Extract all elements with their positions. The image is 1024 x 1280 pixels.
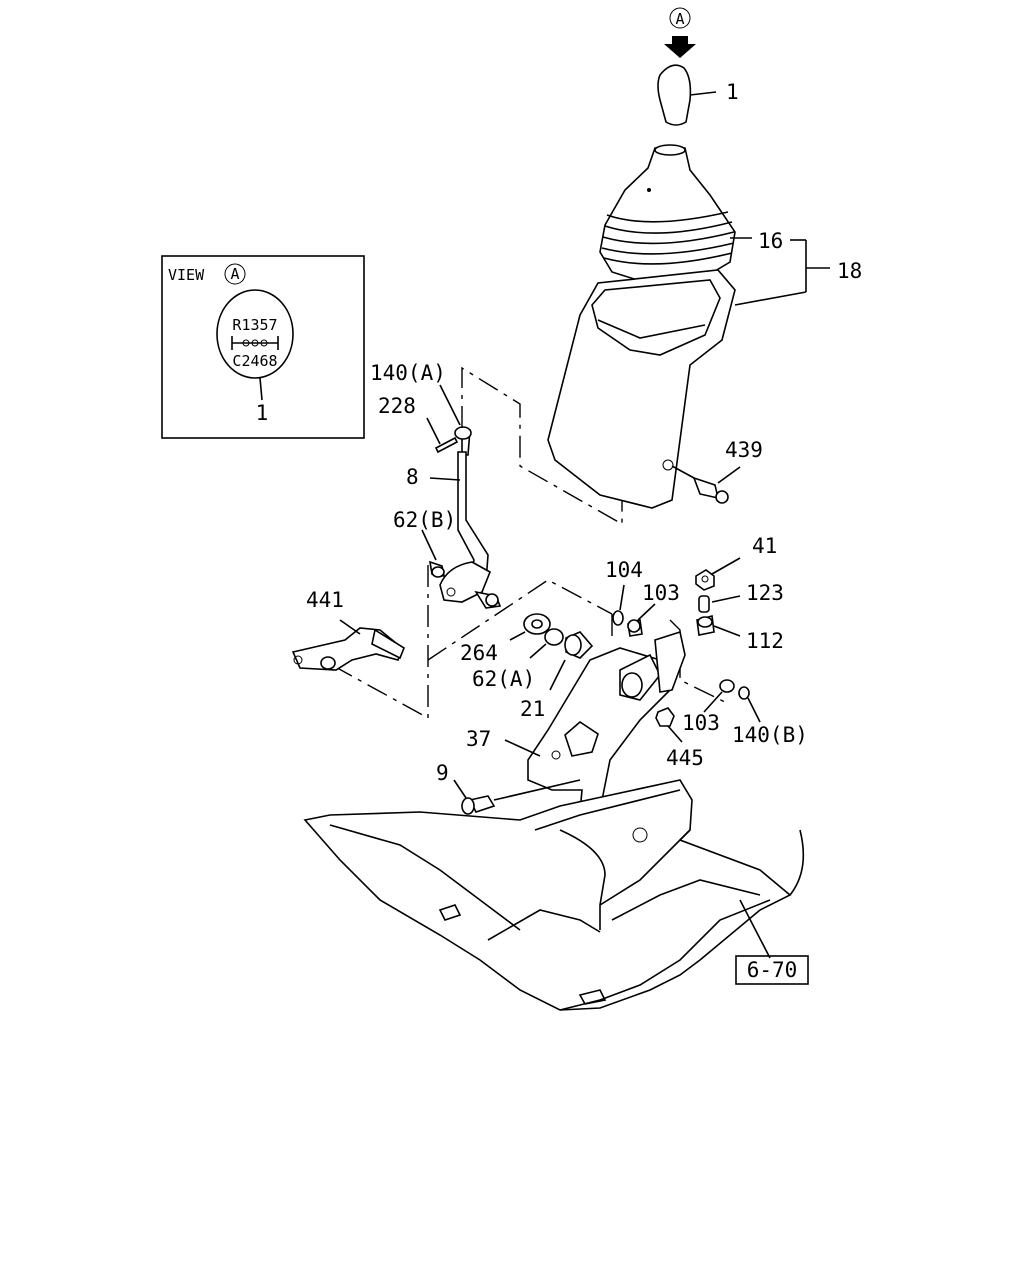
down-arrow-icon: [664, 36, 696, 58]
shift-lever: [429, 426, 502, 609]
view-a-inset: VIEW A R1357 C2468 1: [161, 255, 365, 439]
shift-knob: [657, 64, 717, 126]
callout-labels: 1 16 18 140(A) 228 439 8 62(B) 41 104 10…: [306, 80, 862, 785]
callout-264: 264: [460, 641, 498, 665]
callout-445: 445: [666, 746, 704, 770]
shift-boot: [599, 144, 736, 285]
callout-16: 16: [758, 229, 783, 253]
callout-441: 441: [306, 588, 344, 612]
callout-41: 41: [752, 534, 777, 558]
knob-top-view: [216, 289, 294, 379]
bush-21: [549, 631, 594, 691]
arrow-marker-letter: A: [675, 10, 684, 28]
callout-1: 1: [726, 80, 739, 104]
view-marker-letter: A: [230, 265, 239, 283]
washer-264: [509, 613, 551, 641]
bolt-9: [453, 779, 581, 815]
pin-228: [426, 417, 459, 454]
bolt-439: [671, 465, 741, 504]
clip-140b: [738, 686, 761, 723]
nut-41: [695, 557, 741, 591]
callout-439: 439: [725, 438, 763, 462]
reference-box: 6-70: [735, 955, 809, 985]
callout-62a: 62(A): [472, 667, 535, 691]
reference-label: 6-70: [747, 958, 798, 982]
callout-8: 8: [406, 465, 419, 489]
bushing-112: [696, 614, 741, 637]
callout-228: 228: [378, 394, 416, 418]
nut-445: [655, 707, 683, 743]
bushing-62a: [529, 628, 564, 659]
arrow-marker-circle: [669, 7, 691, 29]
bushing-62b: [421, 529, 446, 578]
view-part-label: 1: [256, 401, 269, 425]
view-title: VIEW: [168, 266, 205, 284]
callout-140a: 140(A): [370, 361, 446, 385]
floor-panel: [303, 779, 805, 1011]
callout-62b: 62(B): [393, 508, 456, 532]
callout-18: 18: [837, 259, 862, 283]
view-marker-circle: [224, 263, 246, 285]
lever-441: [291, 619, 405, 671]
pin-123: [698, 595, 741, 613]
callout-112: 112: [746, 629, 784, 653]
callout-37: 37: [466, 727, 491, 751]
clip-104: [612, 584, 625, 626]
shift-pattern-icon: [231, 336, 279, 350]
console-cover: [547, 269, 736, 509]
view-arrow: A: [664, 7, 696, 58]
callout-104: 104: [605, 558, 643, 582]
callout-21: 21: [520, 697, 545, 721]
bushing-103-upper: [627, 603, 656, 637]
callout-103-upper: 103: [642, 581, 680, 605]
callout-103-lower: 103: [682, 711, 720, 735]
callout-140b: 140(B): [732, 723, 808, 747]
gear-row-top: R1357: [232, 316, 277, 334]
bracket-37: [504, 630, 686, 813]
gear-row-bottom: C2468: [232, 352, 277, 370]
bushing-103-lower: [703, 679, 735, 713]
bracket-16-18: [730, 237, 830, 306]
callout-9: 9: [436, 761, 449, 785]
callout-123: 123: [746, 581, 784, 605]
